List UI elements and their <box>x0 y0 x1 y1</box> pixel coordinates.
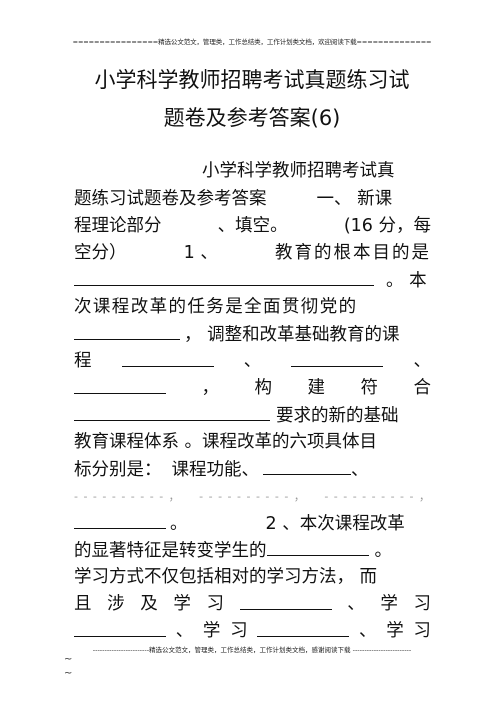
body-text: 学 <box>380 594 398 614</box>
body-text: 及 <box>140 594 158 614</box>
body-line-12: 标分别是： 课程功能、 、 <box>74 456 431 483</box>
body-text: 空分） <box>74 243 127 263</box>
body-line-2: 题练习试题卷及参考答案 一、 新课 <box>74 186 431 213</box>
body-line-1: 小学科学教师招聘考试真 <box>74 158 431 185</box>
answer-blank[interactable] <box>263 456 351 475</box>
body-text: 、 <box>351 460 369 480</box>
body-text: 构 <box>254 378 273 398</box>
answer-blank[interactable] <box>266 537 369 556</box>
body-line-9: ， 构 建 符 合 <box>74 375 431 402</box>
answer-blank[interactable] <box>74 510 166 529</box>
page-header: ================精选公文范文，管理类，工作总结类，工作计划类文档… <box>72 38 432 46</box>
body-line-16: 学习方式不仅包括相对的学习方法， 而 <box>74 564 431 591</box>
dashed-blank: - - - - - - - - - - ， <box>324 490 431 503</box>
body-line-4: 空分） 1 、 教育的根本目的是 <box>74 240 431 267</box>
body-line-17: 且 涉 及 学 习 、 学 习 <box>74 591 431 618</box>
body-text: 课程功能、 <box>171 460 260 480</box>
body-text: 。 <box>374 541 393 561</box>
body-line-10: 要求的新的基础 <box>74 402 431 429</box>
body-text: 习 <box>230 621 248 641</box>
footer-tilde: ~ <box>64 654 73 665</box>
answer-blank[interactable] <box>74 402 270 421</box>
body-text: 、 <box>243 351 262 371</box>
body-line-5: 。 本 <box>74 267 431 294</box>
body-text: 。 <box>170 514 188 534</box>
body-text: 2 、本次课程改革 <box>265 514 405 534</box>
body-text: 建 <box>307 378 326 398</box>
body-line-18: 、 学 习 、 学 习 <box>74 618 431 645</box>
body-line-3: 程理论部分 、填空。 (16 分，每 <box>74 213 431 240</box>
body-text: 涉 <box>107 594 125 614</box>
body-text: 次课程改革的任务是全面贯彻党的 <box>74 297 358 317</box>
body-text: 合 <box>413 378 432 398</box>
answer-blank[interactable] <box>239 591 332 610</box>
body-line-13: - - - - - - - - - - ， - - - - - - - - - … <box>74 483 431 510</box>
body-text: 要求的新的基础 <box>276 406 399 426</box>
dashed-blank: - - - - - - - - - - ， <box>74 490 181 503</box>
body-text: 习 <box>413 594 432 614</box>
body-text: 、 <box>347 594 365 614</box>
body-text: 标分别是： <box>74 460 162 480</box>
body-text: 符 <box>360 378 379 398</box>
body-text: ， 调整和改革基础教育的课 <box>184 325 400 345</box>
answer-blank[interactable] <box>121 348 214 367</box>
body-text: 学 <box>202 621 221 641</box>
body-text: 一、 新课 <box>316 189 393 209</box>
body-text: 教育课程体系 。课程改革的六项具体目 <box>74 432 378 452</box>
answer-blank[interactable] <box>74 267 374 286</box>
body-text: 且 <box>74 594 92 614</box>
body-text: 学 <box>173 594 191 614</box>
body-line-6: 次课程改革的任务是全面贯彻党的 <box>74 294 431 321</box>
body-text: (16 分，每 <box>343 216 431 236</box>
body-line-15: 的显著特征是转变学生的 。 <box>74 537 431 564</box>
body-text: 、 <box>359 621 377 641</box>
body-line-7: ， 调整和改革基础教育的课 <box>74 321 431 348</box>
body-text: 1 、 <box>183 243 218 263</box>
body-text: 程理论部分 <box>74 216 162 236</box>
page-footer: ------------------------精选公文范文，管理类，工作总结类… <box>92 646 412 654</box>
doc-title-line-1: 小学科学教师招聘考试真题练习试 <box>94 68 410 92</box>
body-line-11: 教育课程体系 。课程改革的六项具体目 <box>74 429 431 456</box>
body-line-8: 程 、 、 <box>74 348 431 375</box>
body-text: 题练习试题卷及参考答案 <box>74 189 267 209</box>
body-text: 习 <box>206 594 225 614</box>
body-text: 程 <box>74 351 92 371</box>
body-text: 、 <box>413 351 432 371</box>
body-text: 的显著特征是转变学生的 <box>74 541 267 561</box>
doc-title-line-2: 题卷及参考答案(6) <box>163 106 341 130</box>
answer-blank[interactable] <box>291 348 384 367</box>
dashed-blank: - - - - - - - - - - ， <box>199 490 306 503</box>
body-line-14: 。 2 、本次课程改革 <box>74 510 431 537</box>
body-text: 、填空。 <box>217 216 288 236</box>
answer-blank[interactable] <box>74 375 166 394</box>
body-text: 、 <box>175 621 194 641</box>
body-text: 教育的根本目的是 <box>274 243 431 263</box>
answer-blank[interactable] <box>257 618 350 637</box>
body-text: 小学科学教师招聘考试真 <box>202 161 395 181</box>
answer-blank[interactable] <box>74 618 166 637</box>
answer-blank[interactable] <box>74 321 180 340</box>
body-text: 学 <box>386 621 404 641</box>
body-text: ， <box>201 378 220 398</box>
body-text: 习 <box>413 621 431 641</box>
body-text: 学习方式不仅包括相对的学习方法， 而 <box>74 567 378 587</box>
footer-tilde: ~ <box>64 668 73 679</box>
body-text: 。 本 <box>386 271 427 291</box>
